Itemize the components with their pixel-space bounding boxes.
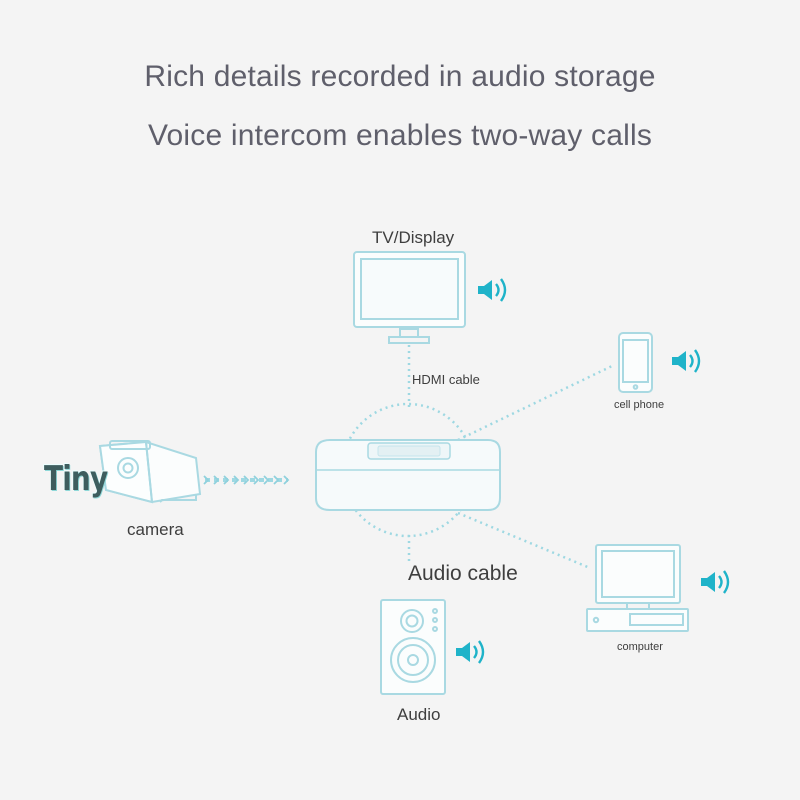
speaker-sound-icon-tv <box>476 277 507 303</box>
headline-line-2: Voice intercom enables two-way calls <box>147 119 653 152</box>
phone-link <box>457 364 613 442</box>
nvr-hub-icon <box>315 439 501 511</box>
camera-label: camera <box>127 520 184 539</box>
cell-phone-label: cell phone <box>614 399 665 411</box>
speaker-sound-icon-computer <box>699 569 730 595</box>
hdmi-cable-label: HDMI cable <box>412 372 480 387</box>
phone-icon <box>618 332 653 393</box>
camera-link-arrows <box>203 475 290 485</box>
camera-icon <box>98 440 202 504</box>
audio-cable-label: Audio cable <box>408 562 518 585</box>
brand-logo-tiny: Tiny <box>44 459 108 499</box>
speaker-sound-icon-phone <box>670 348 701 374</box>
tv-icon <box>353 251 466 344</box>
tv-display-label: TV/Display <box>372 228 455 247</box>
headline-line-1: Rich details recorded in audio storage <box>144 60 656 93</box>
audio-label: Audio <box>397 705 441 724</box>
loudspeaker-icon <box>380 599 446 695</box>
computer-label: computer <box>617 641 663 653</box>
computer-icon <box>586 544 689 632</box>
computer-link <box>457 511 591 570</box>
speaker-sound-icon-audio <box>454 639 485 665</box>
